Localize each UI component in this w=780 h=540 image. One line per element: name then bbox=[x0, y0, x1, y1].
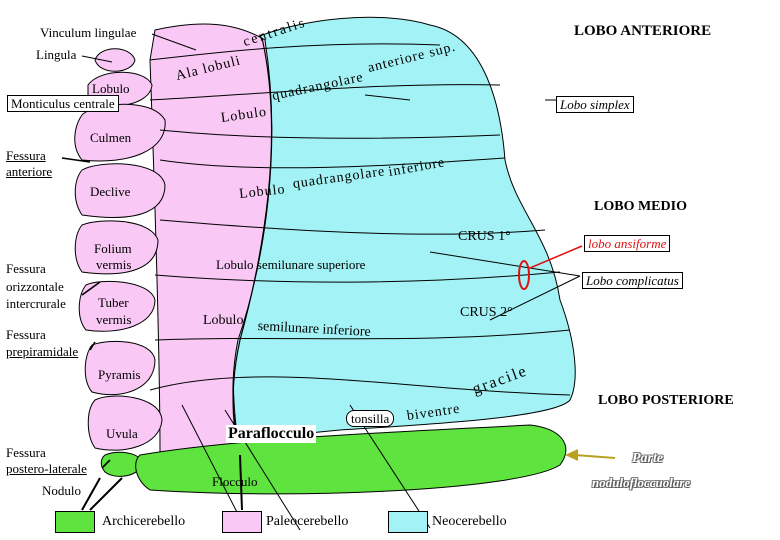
vermis-tuber bbox=[78, 280, 156, 332]
label-lingula: Lingula bbox=[36, 47, 77, 62]
label-monticulus: Monticulus centrale bbox=[7, 95, 119, 112]
label-fessura-prep-2: prepiramidale bbox=[6, 344, 79, 359]
label-tuber-2: vermis bbox=[96, 312, 132, 327]
label-tonsilla: tonsilla bbox=[346, 410, 395, 427]
label-fessura-oriz-2: orizzontale bbox=[6, 279, 64, 294]
flocculus-region bbox=[135, 424, 567, 495]
label-fessura-oriz-3: intercrurale bbox=[6, 296, 66, 311]
label-lobo-complicatus: Lobo complicatus bbox=[582, 272, 683, 289]
vermis-folium bbox=[74, 220, 159, 275]
parte-arrow bbox=[574, 454, 616, 459]
label-semilun-inf-lobulo: Lobulo bbox=[203, 313, 244, 328]
label-tuber-1: Tuber bbox=[98, 295, 129, 310]
label-vinculum: Vinculum lingulae bbox=[40, 25, 137, 40]
vermis-uvula bbox=[87, 395, 163, 451]
fissure-pointers bbox=[61, 157, 111, 469]
label-crus2: CRUS 2° bbox=[460, 305, 513, 320]
legend-label-archi: Archicerebello bbox=[102, 514, 186, 529]
hemisphere-border-line bbox=[232, 37, 273, 449]
legend-swatch-paleo bbox=[222, 511, 262, 533]
label-nodulo: Nodulo bbox=[42, 483, 81, 498]
parte-line1: Parte bbox=[632, 451, 664, 466]
legend-label-neo: Neocerebello bbox=[432, 514, 507, 529]
legend-swatch-neo bbox=[388, 511, 428, 533]
label-fessura-post-1: Fessura bbox=[6, 445, 46, 460]
label-uvula: Uvula bbox=[106, 426, 138, 441]
parte-line2: nodulofloccuolare bbox=[592, 475, 691, 490]
vermis-nodulo bbox=[100, 451, 143, 477]
header-lobo-anteriore: LOBO ANTERIORE bbox=[574, 23, 712, 39]
label-pyramis: Pyramis bbox=[98, 367, 141, 382]
label-crus1: CRUS 1° bbox=[458, 229, 511, 244]
label-fessura-ant-1: Fessura bbox=[6, 148, 46, 163]
ansiform-highlight bbox=[518, 260, 530, 290]
legend-label-paleo: Paleocerebello bbox=[266, 514, 349, 529]
label-flocculo: Flocculo bbox=[212, 474, 258, 489]
label-fessura-ant-2: anteriore bbox=[6, 164, 53, 179]
vermis-lingula bbox=[94, 48, 136, 72]
label-semilun-sup: Lobulo semilunare superiore bbox=[216, 257, 366, 272]
label-folium-1: Folium bbox=[94, 241, 132, 256]
vermis-pyramis bbox=[84, 340, 156, 396]
label-paraflocculo: Paraflocculo bbox=[226, 425, 317, 443]
label-fessura-oriz-1: Fessura bbox=[6, 261, 46, 276]
label-declive: Declive bbox=[90, 184, 131, 199]
header-lobo-posteriore: LOBO POSTERIORE bbox=[598, 393, 734, 408]
label-lobulo: Lobulo bbox=[92, 81, 130, 96]
label-culmen: Culmen bbox=[90, 130, 132, 145]
legend-arrows bbox=[81, 454, 243, 511]
vermis-declive bbox=[74, 163, 166, 218]
ansiform-pointer bbox=[529, 245, 583, 269]
label-folium-2: vermis bbox=[96, 257, 132, 272]
parte-arrowhead bbox=[565, 449, 578, 461]
label-lobo-simplex: Lobo simplex bbox=[556, 96, 634, 113]
label-fessura-post-2: postero-laterale bbox=[6, 461, 87, 476]
header-lobo-medio: LOBO MEDIO bbox=[594, 199, 687, 214]
hemisphere-fissures bbox=[149, 43, 571, 396]
label-lobo-ansiforme: lobo ansiforme bbox=[584, 235, 671, 252]
legend-swatch-archi bbox=[55, 511, 95, 533]
label-fessura-prep-1: Fessura bbox=[6, 327, 46, 342]
